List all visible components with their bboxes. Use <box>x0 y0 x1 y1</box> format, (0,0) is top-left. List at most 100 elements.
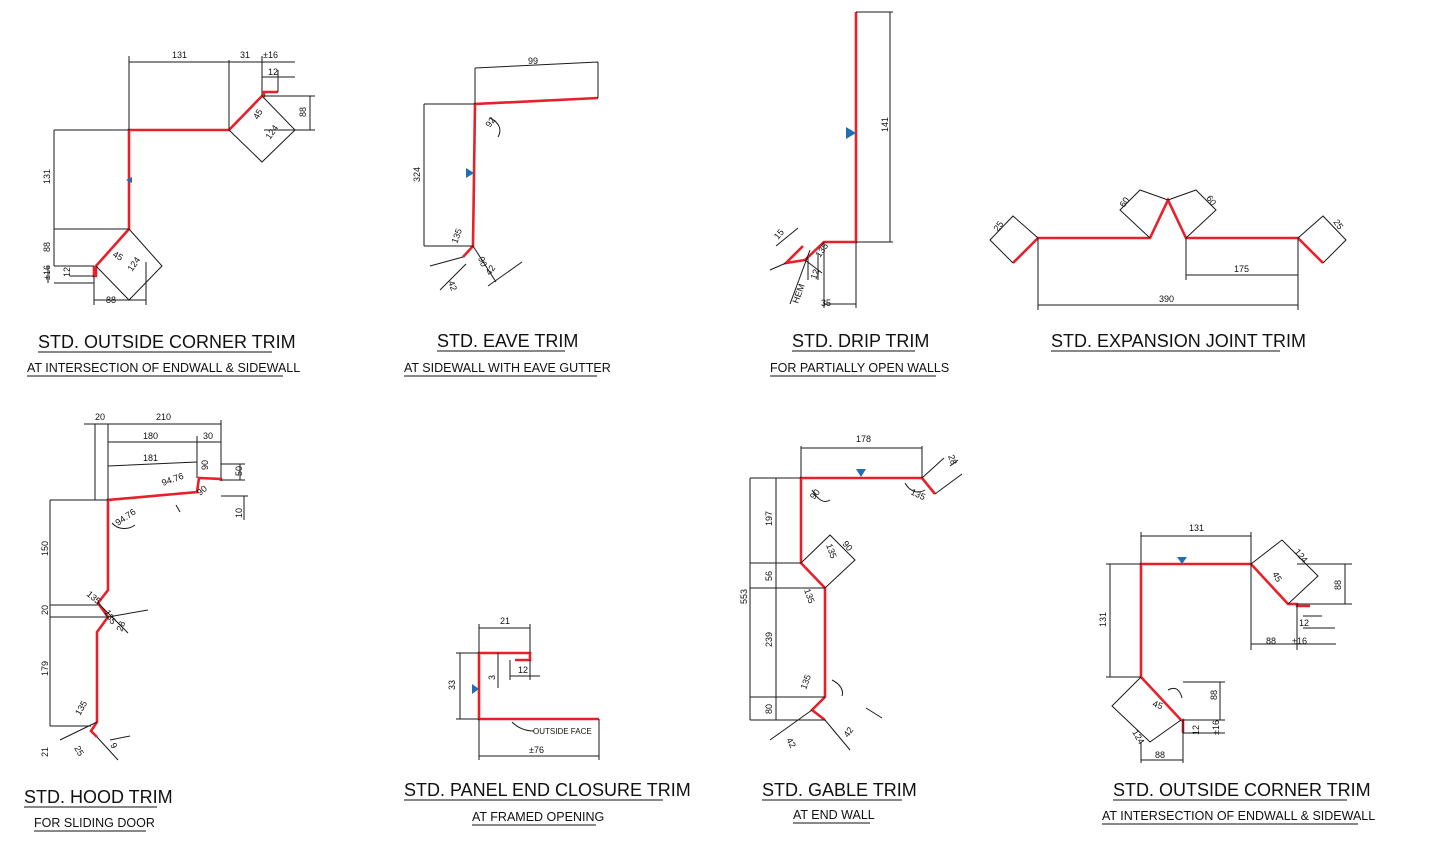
dimension-lines <box>47 56 315 305</box>
dim-lh: 88 <box>1209 690 1219 700</box>
dim-h239: 239 <box>764 632 774 647</box>
blue-triangle-icon <box>472 684 479 694</box>
dim-p: 28 <box>114 620 127 633</box>
dim-lip: 15 <box>772 227 786 241</box>
dim-top: 131 <box>1189 523 1204 533</box>
dim-total: 390 <box>1159 294 1174 304</box>
panel-title: STD. EXPANSION JOINT TRIM <box>1051 331 1306 351</box>
dim-a3: 135 <box>802 587 817 605</box>
dim-diag: 124 <box>263 123 280 141</box>
dim-tol: ±16 <box>1292 636 1307 646</box>
panel-outside-corner-2: 131 124 45 88 12 88 ±16 131 45 124 88 12… <box>1098 523 1375 825</box>
dim-angle-top: 90 <box>808 487 822 501</box>
dim-left: 131 <box>42 169 52 184</box>
dim-bottom: 88 <box>1155 750 1165 760</box>
panel-subtitle: AT FRAMED OPENING <box>472 810 604 824</box>
dim-diag2: 124 <box>1130 728 1146 746</box>
dim-leg1: 42 <box>446 279 459 292</box>
dim-top: 21 <box>500 616 510 626</box>
panel-subtitle: AT SIDEWALL WITH EAVE GUTTER <box>404 361 611 375</box>
dim-left: 131 <box>1098 612 1108 627</box>
panel-gable: 178 28 135 90 135 90 135 135 197 56 239 … <box>739 434 963 824</box>
dim-hem: 12 <box>518 665 528 675</box>
dim-hem: 12 <box>808 268 821 281</box>
trim-profile <box>782 12 858 265</box>
trim-profile <box>1139 562 1310 733</box>
panel-drip: 141 15 135 12 HEM 35 STD. DRIP TRIM FOR … <box>769 11 949 377</box>
dim-leg1: 42 <box>784 736 798 750</box>
panel-title: STD. GABLE TRIM <box>762 780 917 800</box>
dim-g: 90 <box>200 460 210 470</box>
dim-top: 178 <box>856 434 871 444</box>
dimension-lines <box>989 189 1347 310</box>
dimension-lines <box>49 420 248 761</box>
dim-bottom: 88 <box>106 295 116 305</box>
trim-profile <box>477 651 599 721</box>
dim-ltol: ±16 <box>1211 720 1221 735</box>
dim-hem: 12 <box>1299 618 1309 628</box>
dim-lip: 28 <box>946 453 959 466</box>
dimension-lines <box>423 61 599 291</box>
dim-f: 94.76 <box>160 471 185 488</box>
dim-right: 88 <box>1333 580 1343 590</box>
blue-triangle-icon <box>846 127 856 139</box>
dimension-lines <box>769 11 893 308</box>
panel-title: STD. DRIP TRIM <box>792 331 929 351</box>
dim-half: 175 <box>1234 264 1249 274</box>
dimension-lines <box>456 624 600 760</box>
dim-end2: 25 <box>1331 217 1345 231</box>
dim-angle2: 45 <box>111 249 125 263</box>
dim-a2: 90 <box>840 539 854 553</box>
trim-profile <box>799 476 937 722</box>
panel-subtitle: AT END WALL <box>793 808 875 822</box>
panel-title: STD. EAVE TRIM <box>437 331 578 351</box>
dim-top2: 31 <box>240 50 250 60</box>
blue-triangle-icon <box>126 177 132 183</box>
panel-hood: 20 210 180 30 181 94.76 90 50 90 10 94.7… <box>24 412 248 832</box>
dim-angle: 92 <box>483 115 497 129</box>
dim-e: 181 <box>143 453 158 463</box>
dim-j: 10 <box>234 508 244 518</box>
panel-title: STD. HOOD TRIM <box>24 787 173 807</box>
dim-ltol: ±16 <box>42 265 52 280</box>
dim-left2: 88 <box>42 242 52 252</box>
dim-angle: 45 <box>251 107 265 121</box>
panel-outside-corner-1: 131 31 ±16 12 88 45 124 131 88 ±16 12 45… <box>27 50 315 377</box>
panel-title: STD. PANEL END CLOSURE TRIM <box>404 780 691 800</box>
dimension-lines <box>749 446 963 751</box>
trim-profile <box>89 476 223 738</box>
dim-right: 88 <box>298 107 308 117</box>
dim-leg2: 42 <box>841 725 855 739</box>
panel-title: STD. OUTSIDE CORNER TRIM <box>38 332 296 352</box>
panel-subtitle: AT INTERSECTION OF ENDWALL & SIDEWALL <box>27 361 300 375</box>
dim-h80: 80 <box>764 704 774 714</box>
dim-peak2: 60 <box>1204 193 1218 207</box>
dim-l: 150 <box>40 541 50 556</box>
dim-angle: 135 <box>813 241 830 259</box>
dim-hem-label: HEM <box>790 282 806 304</box>
dim-k: 94.76 <box>113 507 137 528</box>
dim-bottom: ±76 <box>529 745 544 755</box>
dim-top: 99 <box>528 56 538 66</box>
dim-angle-lip: 135 <box>909 487 927 502</box>
dim-total: 553 <box>739 589 749 604</box>
dim-height: 33 <box>447 680 457 690</box>
trim-profile <box>92 90 278 278</box>
panel-eave: 99 92 324 135 90 42 42 STD. EAVE TRIM AT… <box>404 56 611 377</box>
dim-face: OUTSIDE FACE <box>533 727 592 736</box>
dim-diag2: 124 <box>125 255 142 273</box>
dim-lhem: 12 <box>1191 725 1201 735</box>
dim-t: 25 <box>72 744 86 758</box>
dim-a1: 135 <box>824 542 839 560</box>
dim-a4: 135 <box>798 673 813 691</box>
dim-hem: 12 <box>268 67 278 77</box>
blue-triangle-icon <box>856 469 866 477</box>
dim-angle3: 90 <box>476 255 489 268</box>
dim-top: 131 <box>172 50 187 60</box>
trim-profile <box>462 96 599 258</box>
panel-subtitle: FOR SLIDING DOOR <box>34 816 155 830</box>
panel-subtitle: FOR PARTIALLY OPEN WALLS <box>770 361 949 375</box>
blue-triangle-icon <box>1177 557 1187 564</box>
dim-h: 50 <box>234 466 244 476</box>
